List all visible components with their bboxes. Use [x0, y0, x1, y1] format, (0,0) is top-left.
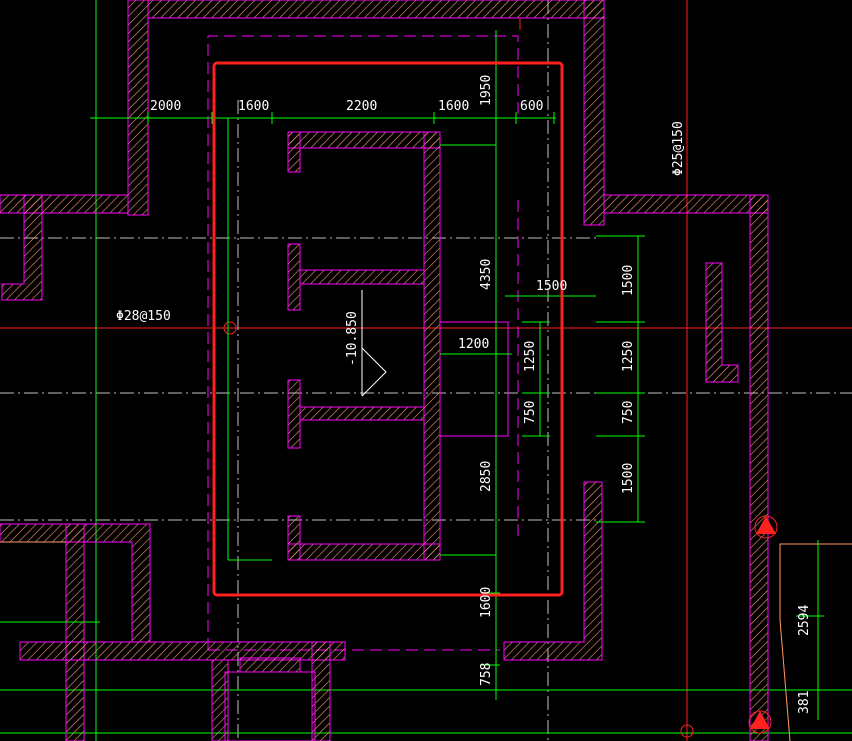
dim-1950: 1950 [479, 75, 494, 106]
dim-2594: 2594 [797, 605, 812, 636]
rebar-label-left: Φ28@150 [116, 309, 171, 324]
dim-1200: 1200 [458, 337, 489, 352]
dimension-labels: 2000 1600 2200 1600 600 1950 4350 2850 1… [150, 75, 812, 714]
section-markers [748, 515, 778, 734]
dim-4350: 4350 [479, 259, 494, 290]
annotations: Φ28@150 Φ25@150 -10.850 [116, 121, 686, 366]
dim-2000: 2000 [150, 99, 181, 114]
elevation-marker [361, 290, 387, 397]
dim-1600-vert: 1600 [479, 587, 494, 618]
dimension-lines [0, 30, 824, 720]
dim-1600-right: 1600 [438, 99, 469, 114]
dim-381: 381 [797, 691, 812, 714]
dim-1250-mid: 1250 [523, 341, 538, 372]
dim-1250-right: 1250 [621, 341, 636, 372]
dim-1500-right-top: 1500 [621, 265, 636, 296]
dim-2200: 2200 [346, 99, 377, 114]
dim-1600-left: 1600 [238, 99, 269, 114]
dim-600: 600 [520, 99, 543, 114]
dim-2850: 2850 [479, 461, 494, 492]
hatched-walls [0, 0, 769, 741]
dim-1500-right-bottom: 1500 [621, 463, 636, 494]
dim-758: 758 [479, 663, 494, 686]
orange-outlines [0, 541, 852, 741]
selection-highlight-box[interactable] [212, 61, 564, 597]
dim-750-mid: 750 [523, 401, 538, 424]
rebar-label-right: Φ25@150 [671, 121, 686, 176]
dim-1500-mid: 1500 [536, 279, 567, 294]
dashed-boundary [207, 35, 519, 651]
elevation-label: -10.850 [345, 311, 360, 366]
dim-750-right: 750 [621, 401, 636, 424]
